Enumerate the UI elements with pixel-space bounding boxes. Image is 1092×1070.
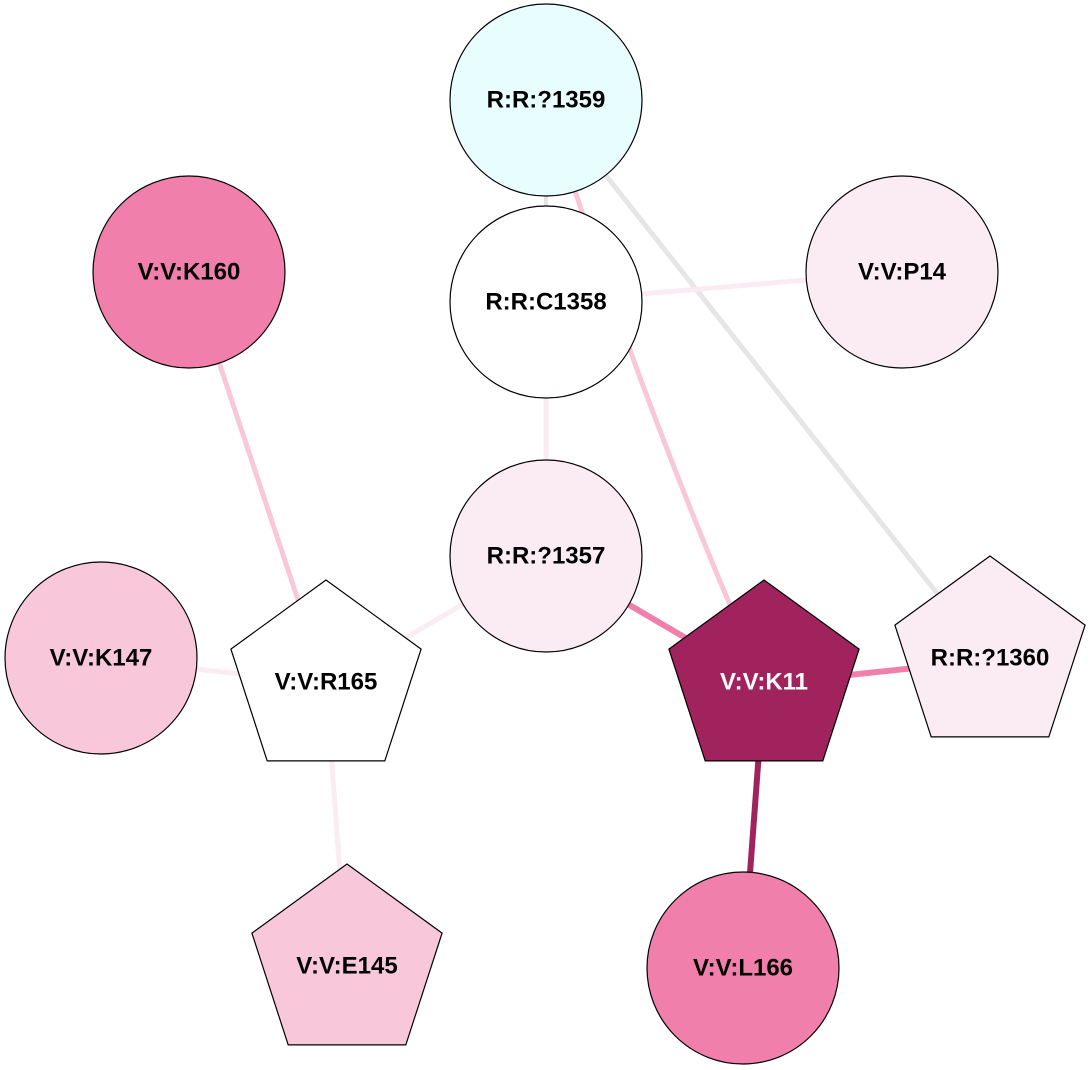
node-r-r-1359[interactable]: R:R:?1359 [449,3,643,197]
node-r-r-1360[interactable]: R:R:?1360 [894,555,1086,738]
node-label: V:V:K11 [720,669,808,696]
node-label: R:R:?1360 [931,645,1050,672]
node-v-v-r165[interactable]: V:V:R165 [230,579,422,762]
edge-r-r-1359-to-r-r-1360 [544,98,992,662]
node-label: V:V:K160 [138,259,241,286]
node-pentagon-shape [668,579,860,762]
node-pentagon-shape [894,555,1086,738]
node-r-r-1357[interactable]: R:R:?1357 [449,459,643,653]
node-circle-shape [449,205,643,399]
node-label: V:V:R165 [275,669,378,696]
node-r-r-c1358[interactable]: R:R:C1358 [449,205,643,399]
node-label: V:V:L166 [693,955,793,982]
node-circle-shape [92,175,286,369]
node-v-v-e145[interactable]: V:V:E145 [251,863,443,1046]
node-v-v-k11[interactable]: V:V:K11 [668,579,860,762]
node-pentagon-shape [251,863,443,1046]
node-v-v-k147[interactable]: V:V:K147 [4,561,198,755]
node-label: R:R:?1359 [487,87,606,114]
node-label: R:R:?1357 [487,543,606,570]
node-v-v-l166[interactable]: V:V:L166 [646,871,840,1065]
node-label: V:V:P14 [858,259,947,286]
node-v-v-k160[interactable]: V:V:K160 [92,175,286,369]
node-circle-shape [805,175,999,369]
node-circle-shape [646,871,840,1065]
node-label: V:V:E145 [296,953,397,980]
node-circle-shape [4,561,198,755]
node-pentagon-shape [230,579,422,762]
node-circle-shape [449,3,643,197]
node-label: R:R:C1358 [485,289,606,316]
node-circle-shape [449,459,643,653]
node-label: V:V:K147 [50,645,153,672]
node-v-v-p14[interactable]: V:V:P14 [805,175,999,369]
